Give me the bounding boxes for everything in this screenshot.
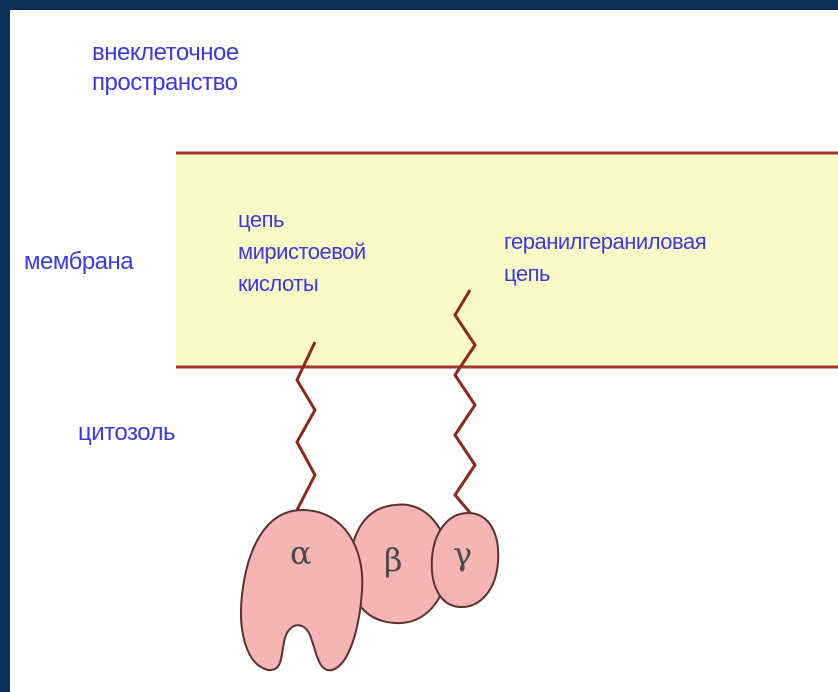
beta-subunit-label: β: [384, 544, 403, 576]
geranylgeranyl-chain-label: геранилгераниловая цепь: [504, 226, 706, 290]
extracellular-space-label: внеклеточное пространство: [92, 38, 239, 98]
cytosol-label: цитозоль: [78, 418, 175, 448]
membrane-label: мембрана: [24, 247, 133, 277]
alpha-subunit-label: α: [290, 537, 312, 569]
slide-canvas: внеклеточное пространство мембрана цитоз…: [10, 10, 838, 692]
myristoyl-chain-label: цепь миристоевой кислоты: [238, 204, 366, 300]
gamma-subunit-label: γ: [453, 538, 472, 570]
g-protein-membrane-diagram: [10, 10, 838, 692]
